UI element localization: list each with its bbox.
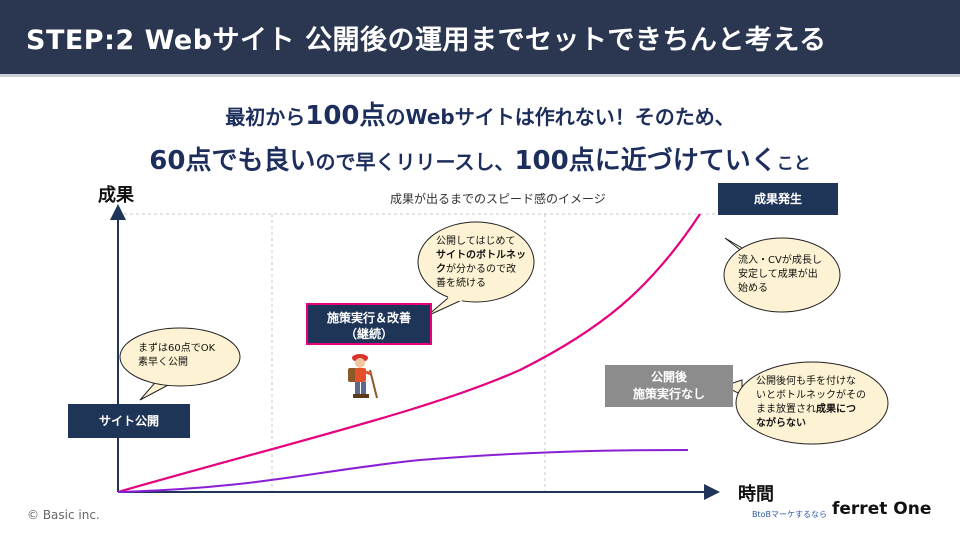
bubble-3-line-1: 流入・CVが成長し xyxy=(738,255,822,266)
x-axis-label: 時間 xyxy=(738,484,774,505)
bubble-4-line-2: いとボトルネックがその xyxy=(756,390,866,401)
page-title: STEP:2 Webサイト 公開後の運用までセットできちんと考える xyxy=(26,25,827,56)
policy-execution-label: 施策実行＆改善 （継続） xyxy=(306,303,432,345)
headline-2b: ので xyxy=(315,150,356,174)
bubble-3 xyxy=(723,237,841,313)
bubble-2-line-2: サイトのボトルネッ xyxy=(436,250,526,261)
policy-line-1: 施策実行＆改善 xyxy=(326,311,411,325)
headline-2d: 100点に近づけていく xyxy=(514,146,777,176)
header-bar: STEP:2 Webサイト 公開後の運用までセットできちんと考える xyxy=(0,0,960,74)
flat-curve xyxy=(117,449,689,493)
site-launch-label: サイト公開 xyxy=(68,404,190,438)
headline-line-2: 60点でも良いので早くリリースし、100点に近づけていくこと xyxy=(0,140,960,177)
bubble-2-line-1: 公開してはじめて xyxy=(436,236,516,247)
brand-tagline: BtoBマーケするなら xyxy=(752,510,828,519)
headline-2a: 60点でも良い xyxy=(149,146,316,176)
gray-line-1: 公開後 xyxy=(650,370,687,384)
bubble-4-line-3b: 成果につ xyxy=(816,404,856,415)
no-action-label: 公開後 施策実行なし xyxy=(605,365,733,407)
headline-2c: 早くリリースし、 xyxy=(355,150,515,174)
copyright: © Basic inc. xyxy=(27,508,100,522)
bubble-3-line-2: 安定して成果が出 xyxy=(738,269,818,280)
bubble-2-line-3a: ク xyxy=(436,264,446,275)
bubble-4 xyxy=(722,361,889,445)
bubble-4-line-3a: まま放置され xyxy=(756,404,816,415)
policy-line-2: （継続） xyxy=(344,327,393,341)
bubble-3-text: 流入・CVが成長し 安定して成果が出 始める xyxy=(738,254,822,296)
headline-line-1: 最初から100点のWebサイトは作れない！そのため、 xyxy=(0,95,960,132)
header-divider xyxy=(0,74,960,77)
y-axis-label: 成果 xyxy=(98,185,134,206)
bubble-4-line-4: ながらない xyxy=(756,418,806,429)
diagram-subtitle: 成果が出るまでのスピード感のイメージ xyxy=(390,192,606,206)
bubble-1-line-1: まずは60点でOK xyxy=(138,343,216,354)
gray-line-2: 施策実行なし xyxy=(632,387,705,401)
headline-2e: こと xyxy=(776,154,811,174)
bubble-4-line-1: 公開後何も手を付けな xyxy=(756,376,856,387)
hiker-icon xyxy=(348,354,378,399)
bubble-2-line-3b: が分かるので改 xyxy=(446,264,516,275)
headline-1a: 最初から xyxy=(225,105,306,129)
result-label: 成果発生 xyxy=(718,183,838,215)
bubble-3-line-3: 始める xyxy=(738,283,768,294)
headline-1d: Webサイトは作れない！そのため、 xyxy=(405,105,735,129)
bubble-2-line-4: 善を続ける xyxy=(436,278,486,289)
bubble-1-text: まずは60点でOK 素早く公開 xyxy=(138,342,215,370)
bubble-2-text: 公開してはじめて サイトのボトルネッ クが分かるので改 善を続ける xyxy=(436,235,526,291)
growth-curve xyxy=(117,213,701,494)
bubble-1-line-2: 素早く公開 xyxy=(138,357,188,368)
headline-1b: 100点 xyxy=(305,101,386,131)
bubble-2 xyxy=(417,221,535,317)
brand-logo: ferret One xyxy=(832,499,932,519)
headline-1c: の xyxy=(385,105,406,129)
bubble-4-text: 公開後何も手を付けな いとボトルネックがその まま放置され成果につ ながらない xyxy=(756,375,866,431)
bubble-1 xyxy=(119,327,241,401)
